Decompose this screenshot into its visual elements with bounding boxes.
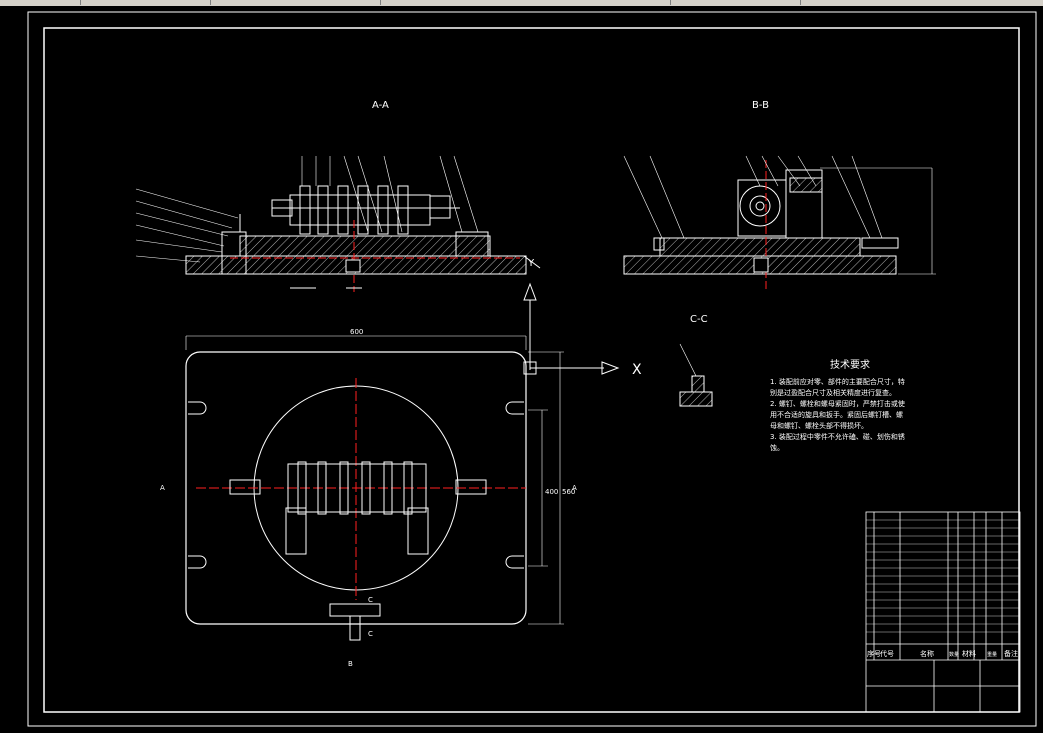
tech-note-line: 2. 螺钉、螺栓和螺母紧固时，严禁打击或使 <box>770 399 905 408</box>
cc-base <box>679 391 713 407</box>
cad-drawing-canvas[interactable]: A-A <box>0 6 1043 733</box>
view-mark-a-left: A <box>160 484 165 492</box>
bb-riser <box>659 237 861 257</box>
tech-note-line: 1. 装配前应对零、部件的主要配合尺寸，特 <box>770 377 905 386</box>
bb-support-frame <box>785 169 823 239</box>
cc-block <box>691 375 705 393</box>
bom-col-material: 材料 <box>962 649 976 658</box>
inner-frame <box>43 27 1020 713</box>
plan-workpiece <box>287 463 427 513</box>
toolbar-segment[interactable] <box>380 0 671 5</box>
bom-col-code: 代号 <box>880 649 894 658</box>
section-aa-title: A-A <box>372 100 389 111</box>
aa-riser <box>239 235 491 257</box>
bb-workpiece-circle <box>739 185 781 227</box>
view-mark-a-right: A <box>572 484 577 492</box>
bom-header-row: 序号 代号 名称 数量 材料 重量 备注 <box>867 649 1018 658</box>
section-b-b-view: B-B <box>623 100 936 290</box>
aa-axis-y-label: Y <box>527 258 535 269</box>
bom-rows <box>866 519 1020 633</box>
aa-workpiece <box>289 194 431 226</box>
y-axis-arrow <box>523 282 537 301</box>
aa-right-clamp <box>455 231 489 257</box>
toolbar-segment[interactable] <box>210 0 381 5</box>
tech-note-line: 别是过盈配合尺寸及相关精度进行复查。 <box>770 388 896 397</box>
tech-title: 技术要求 <box>830 358 870 371</box>
section-c-c-view: C-C <box>679 314 713 407</box>
toolbar-segment[interactable] <box>0 0 81 5</box>
plan-view: 600 400 560 X A A B C C <box>160 282 642 668</box>
toolbar-segment[interactable] <box>670 0 801 5</box>
section-a-a-view: A-A <box>135 100 541 292</box>
app-toolbar-strip <box>0 0 1043 6</box>
dim-height: 400 <box>545 488 558 496</box>
axis-x-label: X <box>632 362 642 378</box>
bom-col-qty: 数量 <box>949 651 959 658</box>
view-mark-b: B <box>348 660 353 668</box>
aa-left-clamp <box>221 231 247 275</box>
tech-note-line: 3. 装配过程中零件不允许磕、碰、划伤和锈 <box>770 432 905 441</box>
tech-note-line: 蚀。 <box>770 443 784 452</box>
dim-width: 600 <box>350 328 363 336</box>
tech-note-line: 母和螺钉、螺栓头部不得损坏。 <box>770 421 868 430</box>
bom-col-name: 名称 <box>920 649 934 658</box>
section-bb-title: B-B <box>752 100 769 111</box>
bom-col-no: 序号 <box>867 649 881 658</box>
toolbar-segment[interactable] <box>80 0 211 5</box>
bom-col-remark: 备注 <box>1004 649 1018 658</box>
technical-requirements: 技术要求 1. 装配前应对零、部件的主要配合尺寸，特 别是过盈配合尺寸及相关精度… <box>770 358 905 452</box>
x-axis-arrow <box>601 361 620 375</box>
bom-col-weight: 重量 <box>987 651 997 658</box>
view-mark-c: C <box>368 596 373 604</box>
view-mark-c2: C <box>368 630 373 638</box>
outer-frame <box>27 11 1037 727</box>
title-block <box>865 511 1021 713</box>
tech-note-line: 用不合适的旋具和扳手。紧固后螺钉槽、螺 <box>770 410 903 419</box>
section-cc-title: C-C <box>690 314 708 325</box>
dim-h2: 560 <box>562 488 575 496</box>
